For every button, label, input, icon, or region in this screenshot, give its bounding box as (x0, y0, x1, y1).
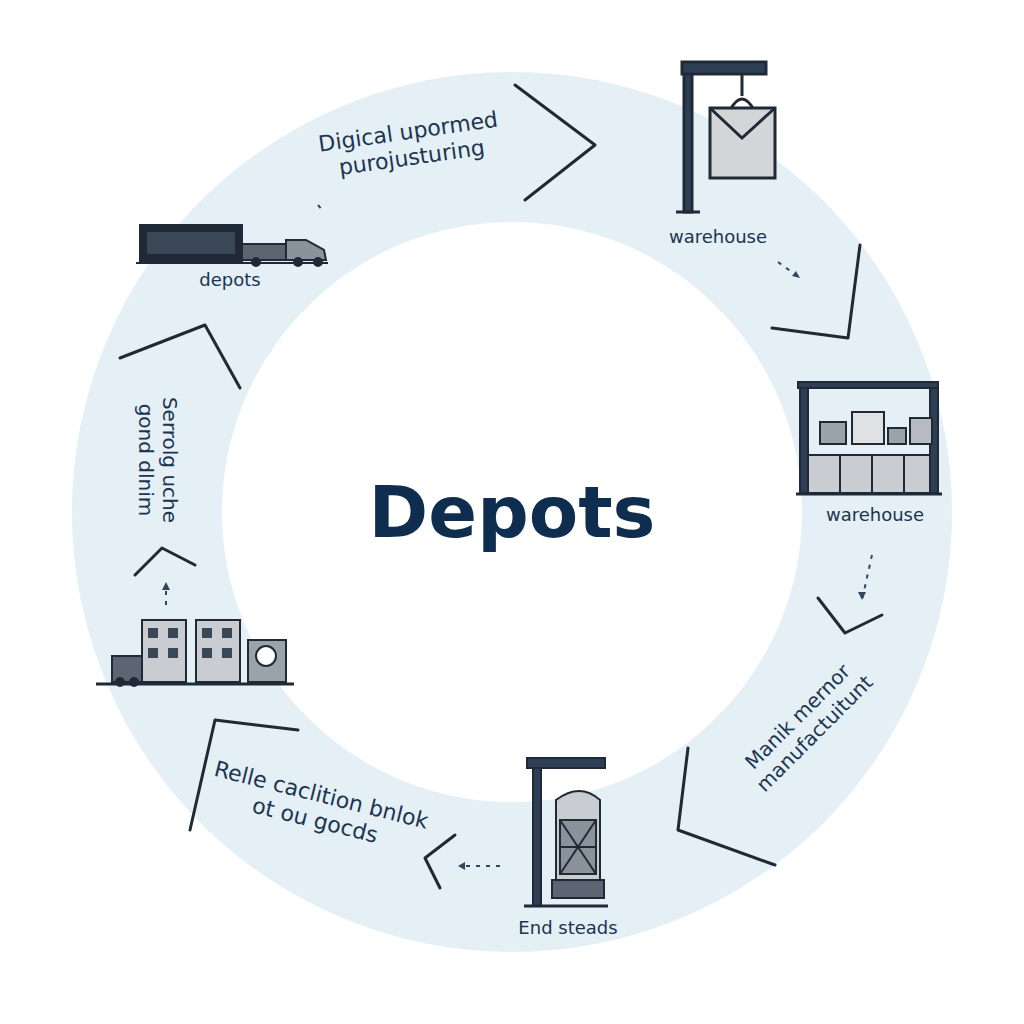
icon-label: depots (170, 269, 290, 291)
icon-label: warehouse (805, 504, 945, 526)
icon-label: End steads (498, 917, 638, 939)
center-title: Depots (369, 470, 656, 554)
icon-label: warehouse (648, 226, 788, 248)
ring-label: Serrolg uche gond dlnim (134, 375, 182, 545)
